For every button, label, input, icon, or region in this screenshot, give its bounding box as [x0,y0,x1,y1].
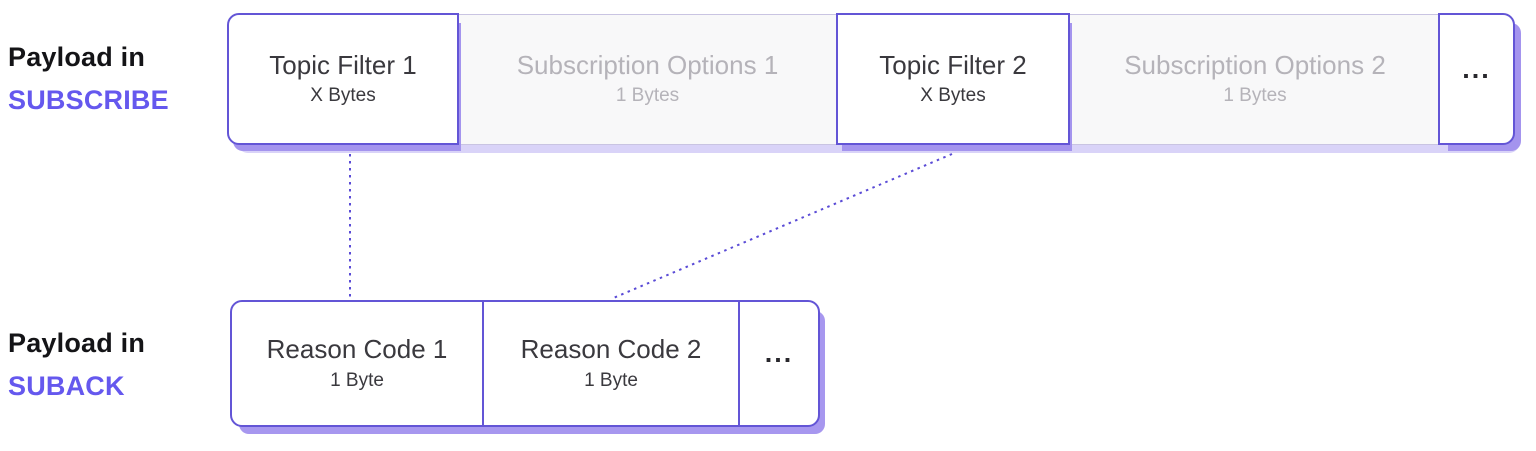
cell-topic-filter-2: Topic Filter 2 X Bytes [836,13,1070,145]
cell-reason-code-2: Reason Code 2 1 Byte [482,302,738,425]
cell-size: 1 Byte [330,369,384,391]
cell-size: 1 Bytes [615,85,680,107]
cell-title: Topic Filter 1 [269,49,417,80]
cell-title: Reason Code 1 [266,334,448,365]
cell-topic-filter-1: Topic Filter 1 X Bytes [227,13,459,145]
ellipsis-text: ... [1462,53,1491,84]
cell-size: 1 Byte [584,369,638,391]
subscribe-label: SUBSCRIBE [8,85,169,115]
cell-title: Reason Code 2 [520,334,702,365]
cell-subscribe-ellipsis: ... [1438,13,1515,145]
cell-size: X Bytes [310,85,376,107]
subscribe-row-label: Payload in SUBSCRIBE [8,36,223,122]
suback-label: SUBACK [8,371,125,401]
cell-size: 1 Bytes [1223,85,1287,107]
cell-subscription-options-2: Subscription Options 2 1 Bytes [1068,15,1442,143]
cell-subscription-options-1: Subscription Options 1 1 Bytes [457,15,838,143]
cell-title: Subscription Options 1 [516,49,779,80]
connector-topic-filter-2-to-reason-code-2 [610,153,953,300]
cell-reason-code-1: Reason Code 1 1 Byte [232,302,482,425]
cell-size: X Bytes [920,85,986,107]
cell-title: Subscription Options 2 [1124,49,1386,80]
payload-in-label: Payload in [8,328,146,358]
suback-row-label: Payload in SUBACK [8,322,223,408]
cell-title: Topic Filter 2 [879,49,1027,80]
cell-suback-ellipsis: ... [738,302,818,425]
ellipsis-text: ... [764,338,794,369]
subscribe-payload-packet: Subscription Options 1 1 Bytes Subscript… [227,13,1515,145]
suback-payload-packet: Reason Code 1 1 Byte Reason Code 2 1 Byt… [230,300,820,427]
payload-in-label: Payload in [8,42,146,72]
